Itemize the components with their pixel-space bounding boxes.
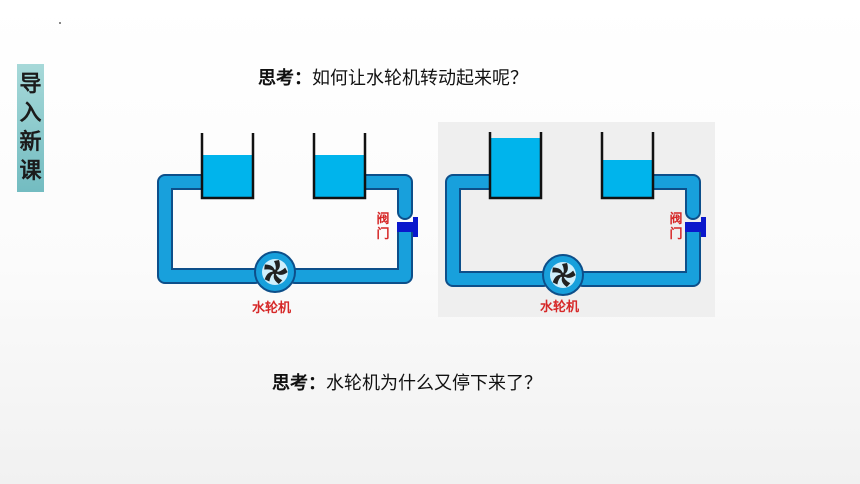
tank-water — [490, 138, 541, 198]
question-2-text: 水轮机为什么又停下来了？ — [326, 373, 542, 394]
section-tag-char: 导 — [19, 72, 42, 97]
question-2-label: 思考： — [272, 373, 326, 394]
section-tag-char: 课 — [19, 159, 42, 184]
valve-label: 阀 门 — [669, 212, 683, 242]
diagram-right-svg — [438, 122, 715, 317]
question-2: 思考：水轮机为什么又停下来了？ — [272, 369, 542, 395]
turbine-label: 水轮机 — [540, 300, 580, 315]
question-1-text: 如何让水轮机转动起来呢？ — [312, 68, 528, 89]
section-tag-char: 新 — [19, 130, 42, 155]
diagram-left: 阀 门 水轮机 — [145, 125, 435, 320]
valve-label-char: 门 — [669, 227, 683, 242]
section-tag-char: 入 — [19, 101, 42, 126]
question-1-label: 思考： — [258, 68, 312, 89]
turbine-icon — [254, 251, 296, 293]
valve-icon — [397, 217, 418, 237]
valve-icon — [685, 217, 706, 237]
decor-dot — [59, 22, 61, 24]
diagram-right: 阀 门 水轮机 — [438, 122, 715, 317]
tank-water — [602, 160, 653, 198]
valve-label-char: 阀 — [669, 212, 683, 227]
question-1: 思考：如何让水轮机转动起来呢？ — [258, 64, 528, 90]
valve-label: 阀 门 — [376, 212, 390, 242]
valve-label-char: 门 — [376, 227, 390, 242]
tank-water — [314, 155, 365, 198]
turbine-label: 水轮机 — [252, 301, 292, 316]
section-tag: 导 入 新 课 — [17, 64, 44, 192]
tank-water — [202, 155, 253, 198]
diagram-left-svg — [157, 133, 418, 293]
valve-label-char: 阀 — [376, 212, 390, 227]
turbine-icon — [542, 254, 584, 296]
